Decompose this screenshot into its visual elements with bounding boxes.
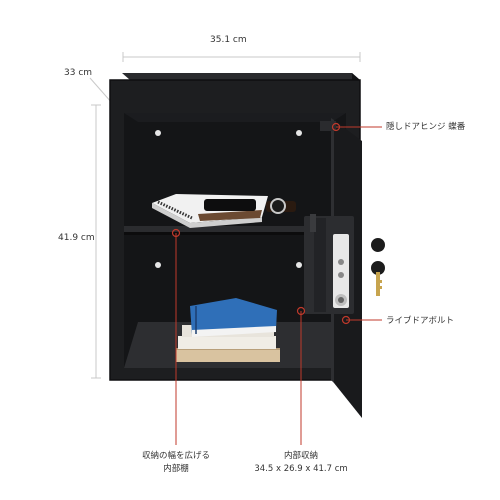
- leader-interior: [296, 306, 306, 445]
- leader-hinge: [331, 122, 382, 132]
- floor-books: [176, 298, 280, 362]
- interior-label-line1: 内部収納: [283, 451, 318, 461]
- interior-label: 内部収納 34.5 x 26.9 x 41.7 cm: [241, 450, 361, 476]
- depth-label: 33 cm: [64, 68, 93, 78]
- leader-bolt: [341, 315, 382, 325]
- hinge-label: 隠しドアヒンジ 蝶番: [386, 122, 466, 132]
- smartphone: [204, 199, 256, 211]
- shelf-label-line1: 収納の幅を広げる: [141, 451, 210, 461]
- shelf-label-line2: 内部棚: [163, 464, 189, 474]
- shelf-label: 収納の幅を広げる 内部棚: [126, 450, 226, 476]
- mounting-holes: [155, 130, 302, 268]
- height-label: 41.9 cm: [58, 233, 95, 243]
- interior-label-line2: 34.5 x 26.9 x 41.7 cm: [254, 464, 348, 474]
- width-label: 35.1 cm: [210, 35, 247, 45]
- key: [371, 238, 385, 296]
- bolt-label: ライブドアボルト: [386, 316, 455, 326]
- lock-panel: [304, 214, 354, 314]
- dimension-lines: [89, 52, 361, 379]
- leader-shelf: [171, 228, 181, 445]
- wristwatch: [266, 198, 296, 214]
